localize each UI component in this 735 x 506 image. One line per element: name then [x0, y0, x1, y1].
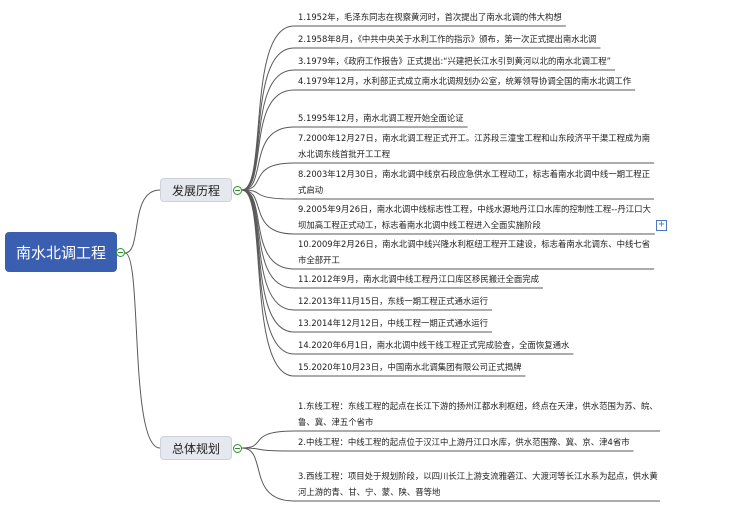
connector-line: [241, 189, 295, 200]
connector-line: [241, 189, 295, 333]
leaf-history-14[interactable]: 14.2020年6月1日，南水北调中线干线工程正式完成验查，全面恢复通水: [298, 340, 570, 350]
connector-line: [241, 189, 295, 289]
connector-line: [241, 69, 295, 191]
connector-line: [241, 447, 295, 502]
branch-collapse-toggle-plan[interactable]: [233, 444, 242, 453]
leaf-history-9[interactable]: 9.2005年9月26日，南水北调中线标志性工程，中线水源地丹江口水库的控制性工…: [298, 204, 651, 230]
leaf-history-2[interactable]: 2.1958年8月，《中共中央关于水利工作的指示》颁布，第一次正式提出南水北调: [298, 34, 597, 44]
root-node[interactable]: 南水北调工程: [5, 232, 117, 272]
leaf-history-3[interactable]: 3.1979年，《政府工作报告》正式提出:“兴建把长江水引到黄河以北的南水北调工…: [298, 56, 611, 66]
expand-plus-icon[interactable]: +: [656, 220, 667, 231]
leaf-history-13[interactable]: 13.2014年12月12日，中线工程一期正式通水运行: [298, 318, 488, 328]
branch-collapse-toggle-history[interactable]: [233, 186, 242, 195]
leaf-history-4[interactable]: 4.1979年12月，水利部正式成立南水北调规划办公室，统筹领导协调全国的南水北…: [298, 76, 632, 86]
branch-label: 发展历程: [171, 183, 220, 198]
connector-line: [241, 189, 295, 311]
connector-line: [241, 447, 295, 452]
leaf-history-10[interactable]: 10.2009年2月26日，南水北调中线兴隆水利枢纽工程开工建设，标志着南水北调…: [298, 239, 651, 265]
connector-line: [124, 189, 161, 254]
leaf-history-1[interactable]: 1.1952年，毛泽东同志在视察黄河时，首次提出了南水北调的伟大构想: [298, 12, 562, 22]
connector-line: [241, 89, 295, 191]
branch-overall-plan[interactable]: 总体规划: [160, 436, 232, 460]
leaf-history-15[interactable]: 15.2020年10月23日，中国南水北调集团有限公司正式揭牌: [298, 362, 522, 372]
leaf-plan-middle[interactable]: 2.中线工程：中线工程的起点位于汉江中上游丹江口水库，供水范围豫、冀、京、津4省…: [298, 437, 630, 447]
root-label: 南水北调工程: [15, 243, 106, 262]
branch-label: 总体规划: [171, 441, 220, 456]
root-collapse-toggle[interactable]: [116, 248, 125, 257]
connector-line: [241, 430, 295, 449]
leaf-plan-east[interactable]: 1.东线工程：东线工程的起点在长江下游的扬州江都水利枢纽，终点在天津，供水范围为…: [298, 401, 658, 427]
leaf-history-12[interactable]: 12.2013年11月15日，东线一期工程正式通水运行: [298, 296, 488, 306]
connector-line: [241, 189, 295, 270]
connector-line: [241, 162, 295, 191]
leaf-history-8[interactable]: 8.2003年12月30日，南水北调中线京石段应急供水工程动工，标志着南水北调中…: [298, 169, 651, 195]
leaf-history-11[interactable]: 11.2012年9月，南水北调中线工程丹江口库区移民搬迁全面完成: [298, 274, 539, 284]
leaf-history-5[interactable]: 5.1995年12月，南水北调工程开始全面论证: [298, 113, 464, 123]
leaf-history-7[interactable]: 7.2000年12月27日，南水北调工程正式开工。江苏段三潼宝工程和山东段济平干…: [298, 133, 651, 159]
connector-line: [241, 47, 295, 191]
branch-development-history[interactable]: 发展历程: [160, 178, 232, 202]
connector-line: [241, 189, 295, 355]
connector-line: [241, 189, 295, 235]
connector-line: [124, 252, 161, 449]
connector-line: [241, 189, 295, 377]
leaf-plan-west[interactable]: 3.西线工程：项目处于规划阶段，以四川长江上游支流雅砻江、大渡河等长江水系为起点…: [298, 471, 658, 497]
connector-line: [241, 126, 295, 191]
